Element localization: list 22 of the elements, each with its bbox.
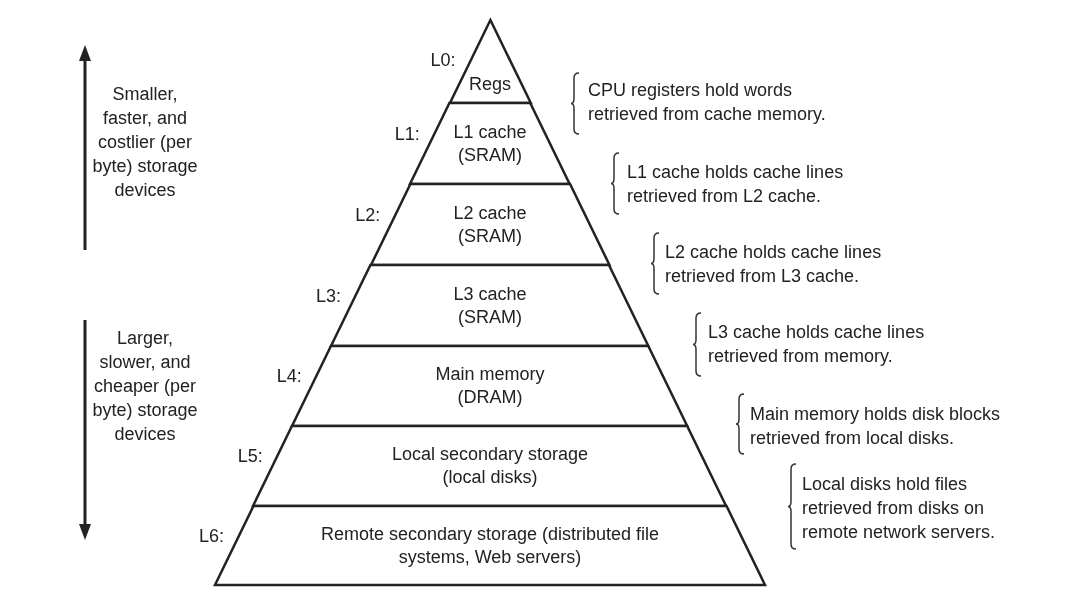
- level-number: L5:: [237, 446, 263, 467]
- level-label: L1 cache (SRAM): [452, 120, 528, 167]
- level-number: L2:: [355, 204, 381, 226]
- level-label: L3 cache (SRAM): [452, 282, 528, 329]
- level-description: L3 cache holds cache lines retrieved from memory.: [708, 321, 926, 368]
- level-label: Local secondary storage (local disks): [390, 443, 590, 489]
- side-note: Larger, slower, and cheaper (per byte) storage devices: [91, 327, 199, 446]
- level-description: L2 cache holds cache lines retrieved from L3 cache.: [665, 241, 883, 288]
- level-label: Regs: [467, 73, 512, 96]
- level-description: Main memory holds disk blocks retrieved from local disks.: [750, 403, 1002, 450]
- level-label: Remote secondary storage (distributed file systems, Web servers): [319, 522, 661, 569]
- level-description: L1 cache holds cache lines retrieved from L2 cache.: [627, 161, 845, 208]
- level-label: Main memory (DRAM): [434, 363, 546, 409]
- level-description: CPU registers hold words retrieved from cache memory.: [588, 79, 827, 126]
- level-number: L3:: [315, 285, 341, 307]
- level-number: L6:: [199, 525, 225, 547]
- level-number: L0:: [430, 50, 456, 71]
- side-note: Smaller, faster, and costlier (per byte) storage devices: [91, 83, 199, 202]
- level-number: L4:: [276, 366, 302, 387]
- level-description: Local disks hold files retrieved from disks on remote network servers.: [802, 473, 997, 544]
- level-label: L2 cache (SRAM): [452, 201, 528, 248]
- level-number: L1:: [394, 123, 420, 145]
